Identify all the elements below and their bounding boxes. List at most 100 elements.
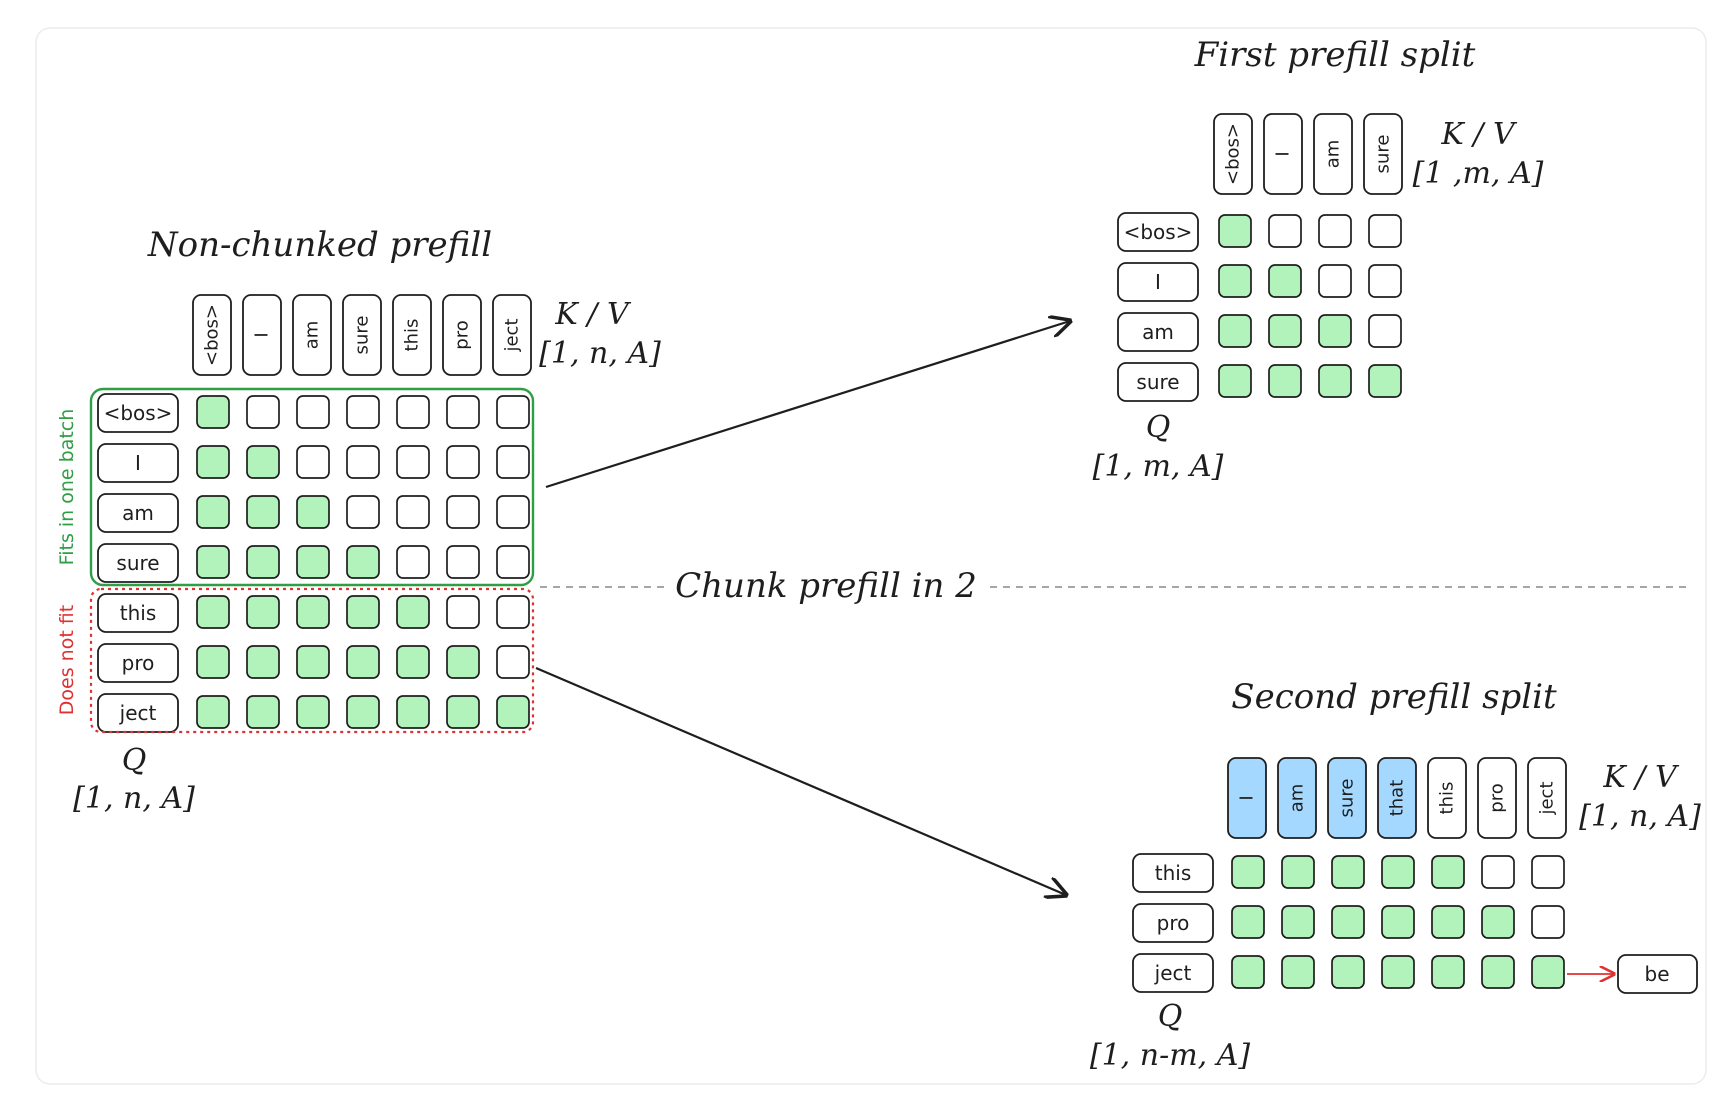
attention-cell-active [396, 645, 430, 679]
first-q-label: Q [1146, 410, 1171, 445]
query-token-i: I [1155, 270, 1161, 294]
attention-cell-masked [446, 595, 480, 629]
second-q-shape: [1, n-m, A] [1090, 1038, 1251, 1073]
attention-cell-active [1268, 364, 1302, 398]
attention-cell-masked [346, 395, 380, 429]
second-query-tokens: this pro ject [1132, 853, 1214, 993]
key-token-sure: sure [1337, 779, 1358, 818]
attention-cell-masked [496, 545, 530, 579]
attention-cell-active [1331, 855, 1365, 889]
attention-cell-active [1268, 314, 1302, 348]
left-q-shape: [1, n, A] [73, 781, 195, 816]
attention-cell-active [1281, 905, 1315, 939]
attention-cell-masked [396, 445, 430, 479]
no-fit-label: Does not fit [56, 605, 78, 715]
first-kv-shape: [1 ,m, A] [1413, 156, 1544, 191]
key-token-this: this [1437, 782, 1458, 815]
left-q-label: Q [122, 743, 147, 778]
attention-cell-active [246, 445, 280, 479]
key-token-box-pro [1477, 757, 1517, 839]
first-attention-grid [1218, 214, 1402, 398]
key-token-box-am [1277, 757, 1317, 839]
query-token-this: this [1155, 861, 1192, 885]
query-token-box-bos [97, 393, 179, 433]
key-token-box-i [242, 294, 282, 376]
query-token-bos: <bos> [1124, 220, 1193, 244]
arrow-to-first-split [545, 321, 1070, 489]
key-token-box-sure [1363, 113, 1403, 195]
attention-cell-active [346, 645, 380, 679]
query-token-bos: <bos> [104, 401, 173, 425]
attention-cell-active [196, 695, 230, 729]
attention-cell-masked [446, 545, 480, 579]
query-token-box-this [1132, 853, 1214, 893]
attention-cell-active [1431, 905, 1465, 939]
key-token-box-am [292, 294, 332, 376]
attention-cell-active [1431, 855, 1465, 889]
query-token-sure: sure [116, 551, 159, 575]
attention-cell-active [246, 495, 280, 529]
query-token-i: I [135, 451, 141, 475]
attention-cell-active [1218, 314, 1252, 348]
attention-cell-active [1481, 955, 1515, 989]
query-token-box-ject [1132, 953, 1214, 993]
attention-cell-active [1381, 855, 1415, 889]
left-title: Non-chunked prefill [147, 225, 492, 265]
query-token-box-bos [1117, 212, 1199, 252]
attention-cell-active [1481, 905, 1515, 939]
attention-cell-active [1331, 905, 1365, 939]
query-token-box-pro [1132, 903, 1214, 943]
key-token-box-am [1313, 113, 1353, 195]
attention-cell-active [1381, 905, 1415, 939]
attention-cell-masked [446, 445, 480, 479]
key-token-bos: <bos> [1223, 123, 1244, 185]
query-token-ject: ject [1154, 961, 1192, 985]
attention-cell-masked [446, 395, 480, 429]
query-token-box-i [1117, 262, 1199, 302]
key-token-that: that [1387, 780, 1408, 817]
attention-cell-active [346, 545, 380, 579]
second-q-label: Q [1158, 999, 1183, 1034]
attention-cell-active [446, 695, 480, 729]
key-token-pro: pro [1487, 783, 1508, 812]
attention-cell-active [196, 645, 230, 679]
key-token-box-i [1227, 757, 1267, 839]
key-token-ject: ject [1537, 781, 1558, 815]
key-token-sure: sure [352, 316, 373, 355]
no-fit-group-outline [89, 587, 535, 734]
attention-cell-masked [496, 595, 530, 629]
key-token-box-sure [1327, 757, 1367, 839]
attention-cell-masked [1368, 264, 1402, 298]
attention-cell-active [1531, 955, 1565, 989]
attention-cell-active [1218, 214, 1252, 248]
second-split-title: Second prefill split [1231, 677, 1557, 717]
key-token-box-pro [442, 294, 482, 376]
key-token-am: am [1323, 140, 1344, 169]
query-token-pro: pro [1157, 911, 1190, 935]
attention-cell-masked [396, 495, 430, 529]
next-token-text: be [1645, 962, 1670, 986]
attention-cell-active [346, 595, 380, 629]
divider-label: Chunk prefill in 2 [675, 566, 977, 606]
key-token-box-this [392, 294, 432, 376]
first-q-shape: [1, m, A] [1093, 449, 1224, 484]
query-token-box-pro [97, 643, 179, 683]
attention-cell-masked [496, 645, 530, 679]
attention-cell-active [1318, 314, 1352, 348]
key-token-am: am [302, 321, 323, 350]
attention-cell-active [196, 495, 230, 529]
query-token-ject: ject [119, 701, 157, 725]
attention-cell-masked [496, 395, 530, 429]
second-attention-grid [1231, 855, 1565, 989]
query-token-box-this [97, 593, 179, 633]
key-token-i: I [1237, 795, 1258, 800]
attention-cell-active [246, 645, 280, 679]
attention-cell-active [196, 445, 230, 479]
attention-cell-active [1268, 264, 1302, 298]
attention-cell-masked [496, 445, 530, 479]
key-token-box-that [1377, 757, 1417, 839]
query-token-this: this [120, 601, 157, 625]
